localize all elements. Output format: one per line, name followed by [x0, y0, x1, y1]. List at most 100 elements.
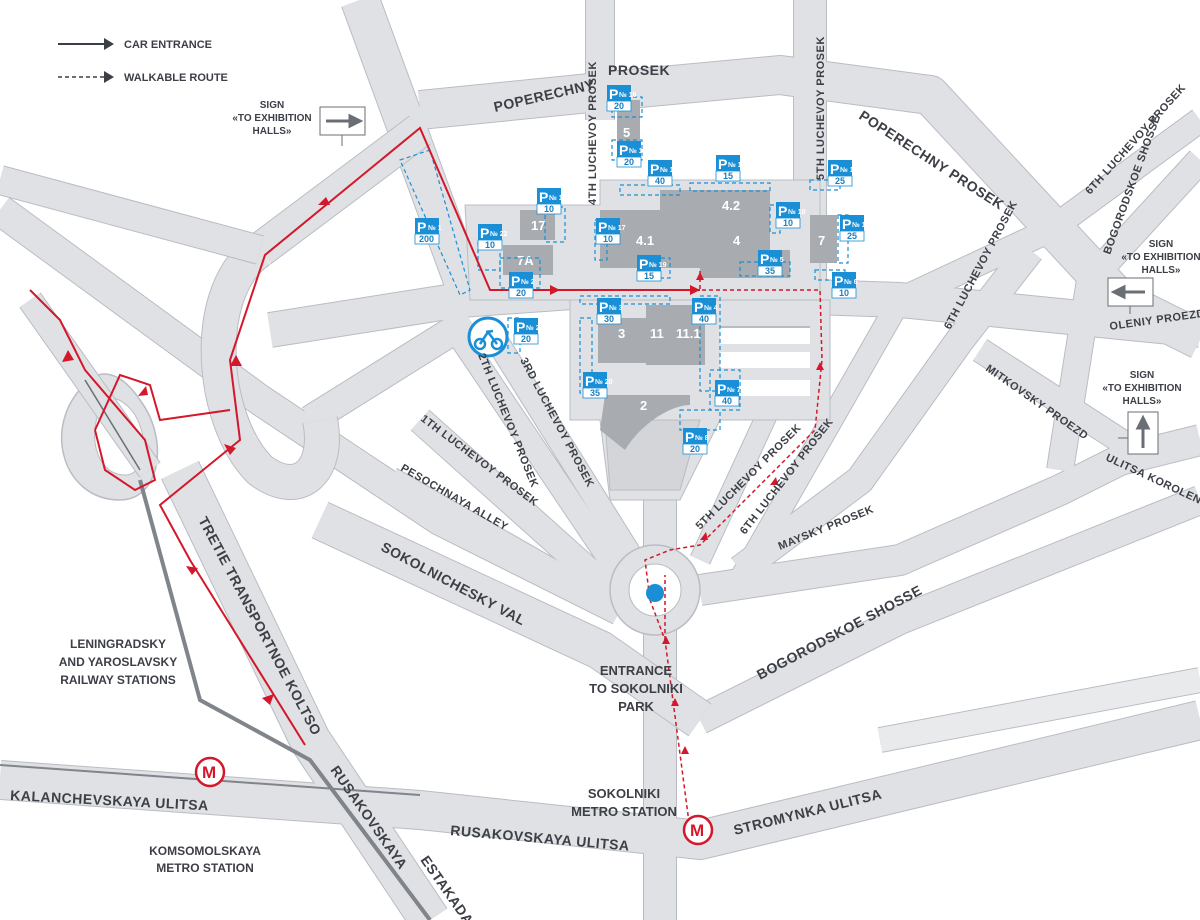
- svg-text:№ 7: № 7: [727, 386, 741, 394]
- svg-text:№ 4: № 4: [704, 304, 718, 312]
- left-arrow-icon: [1110, 284, 1145, 300]
- svg-text:№ 1: № 1: [428, 224, 442, 232]
- legend-car-entrance: CAR ENTRANCE: [58, 38, 212, 51]
- building-7: [810, 215, 837, 263]
- svg-text:10: 10: [839, 288, 849, 298]
- svg-text:METRO STATION: METRO STATION: [156, 861, 254, 875]
- dashed-arrow-icon: [104, 71, 114, 83]
- building-17: [520, 210, 555, 240]
- svg-text:15: 15: [723, 171, 733, 181]
- svg-text:«TO EXHIBITION: «TO EXHIBITION: [1121, 252, 1200, 263]
- svg-text:№ 12: № 12: [840, 166, 858, 174]
- svg-text:HALLS»: HALLS»: [1123, 396, 1162, 407]
- walk-route-arrows: [662, 272, 824, 754]
- car-entrance-route: [29, 126, 700, 746]
- svg-text:20: 20: [690, 444, 700, 454]
- svg-text:40: 40: [699, 314, 709, 324]
- svg-text:15: 15: [644, 271, 654, 281]
- svg-text:№ 15: № 15: [629, 147, 647, 155]
- svg-text:KOMSOMOLSKAYA: KOMSOMOLSKAYA: [149, 844, 261, 858]
- railway-stations-label: LENINGRADSKY AND YAROSLAVSKY RAILWAY STA…: [59, 637, 177, 687]
- svg-text:P: P: [599, 299, 608, 315]
- svg-text:ENTRANCE: ENTRANCE: [600, 663, 673, 678]
- svg-text:P: P: [650, 161, 659, 177]
- svg-text:№ 19: № 19: [649, 261, 667, 269]
- street-luchevoy-4: 4TH LUCHEVOY PROSEK: [587, 61, 599, 205]
- svg-text:40: 40: [655, 176, 665, 186]
- svg-text:P: P: [760, 251, 769, 267]
- svg-text:№ 20: № 20: [595, 378, 613, 386]
- metro-komsomolskaya-icon: M: [194, 756, 226, 788]
- svg-text:35: 35: [765, 266, 775, 276]
- svg-text:P: P: [417, 219, 426, 235]
- svg-text:P: P: [585, 373, 594, 389]
- building-label-11-1: 11.1: [676, 326, 701, 341]
- svg-text:P: P: [718, 156, 727, 172]
- svg-text:P: P: [830, 161, 839, 177]
- svg-text:200: 200: [419, 234, 434, 244]
- building-2: [600, 395, 690, 450]
- motorcycle-parking-icon: [467, 316, 509, 358]
- park-entrance-label: ENTRANCE TO SOKOLNIKI PARK: [589, 663, 683, 714]
- svg-text:10: 10: [544, 204, 554, 214]
- svg-text:«TO EXHIBITION: «TO EXHIBITION: [1102, 383, 1181, 394]
- building-label-4-1: 4.1: [636, 233, 654, 248]
- svg-text:25: 25: [835, 176, 845, 186]
- svg-text:P: P: [516, 319, 525, 335]
- svg-text:№ 14: № 14: [660, 166, 678, 174]
- sign-top-left: SIGN «TO EXHIBITION HALLS»: [232, 100, 366, 146]
- svg-text:20: 20: [614, 101, 624, 111]
- svg-text:№ 10: № 10: [788, 208, 806, 216]
- svg-text:METRO STATION: METRO STATION: [571, 804, 677, 819]
- sokolniki-metro-label: SOKOLNIKI METRO STATION: [571, 786, 677, 819]
- car-route-arrows: [62, 197, 700, 705]
- svg-text:№ 22: № 22: [490, 230, 508, 238]
- building-label-11: 11: [650, 326, 664, 341]
- building-label-5: 5: [623, 125, 630, 140]
- svg-text:SIGN: SIGN: [1149, 239, 1173, 250]
- svg-text:P: P: [717, 381, 726, 397]
- sign-right-low: SIGN «TO EXHIBITION HALLS»: [1102, 370, 1182, 455]
- sign-right-mid: SIGN «TO EXHIBITION HALLS»: [1107, 239, 1200, 314]
- walkable-route: [644, 270, 823, 831]
- building-label-17: 17: [531, 218, 545, 233]
- svg-text:20: 20: [624, 157, 634, 167]
- svg-text:PARK: PARK: [618, 699, 654, 714]
- street-luchevoy-5-top: 5TH LUCHEVOY PROSEK: [815, 36, 827, 180]
- svg-text:P: P: [609, 86, 618, 102]
- svg-text:№ 21: № 21: [526, 324, 544, 332]
- svg-text:HALLS»: HALLS»: [253, 126, 292, 137]
- building-labels: 5 17 7A 4.1 4 4.2 7 3 11 11.1 2: [517, 125, 825, 413]
- svg-text:P: P: [539, 189, 548, 205]
- svg-text:RAILWAY STATIONS: RAILWAY STATIONS: [60, 673, 176, 687]
- svg-text:30: 30: [604, 314, 614, 324]
- svg-text:№ 11: № 11: [852, 221, 869, 229]
- building-7a: [503, 245, 553, 275]
- svg-text:№ 13: № 13: [728, 161, 746, 169]
- svg-text:HALLS»: HALLS»: [1142, 265, 1181, 276]
- svg-text:№ 16: № 16: [619, 91, 637, 99]
- svg-text:P: P: [778, 203, 787, 219]
- building-label-7: 7: [818, 233, 825, 248]
- map-legend: CAR ENTRANCE WALKABLE ROUTE: [58, 38, 228, 84]
- svg-text:№ 3: № 3: [609, 304, 623, 312]
- svg-text:P: P: [834, 273, 843, 289]
- svg-text:WALKABLE ROUTE: WALKABLE ROUTE: [124, 72, 228, 84]
